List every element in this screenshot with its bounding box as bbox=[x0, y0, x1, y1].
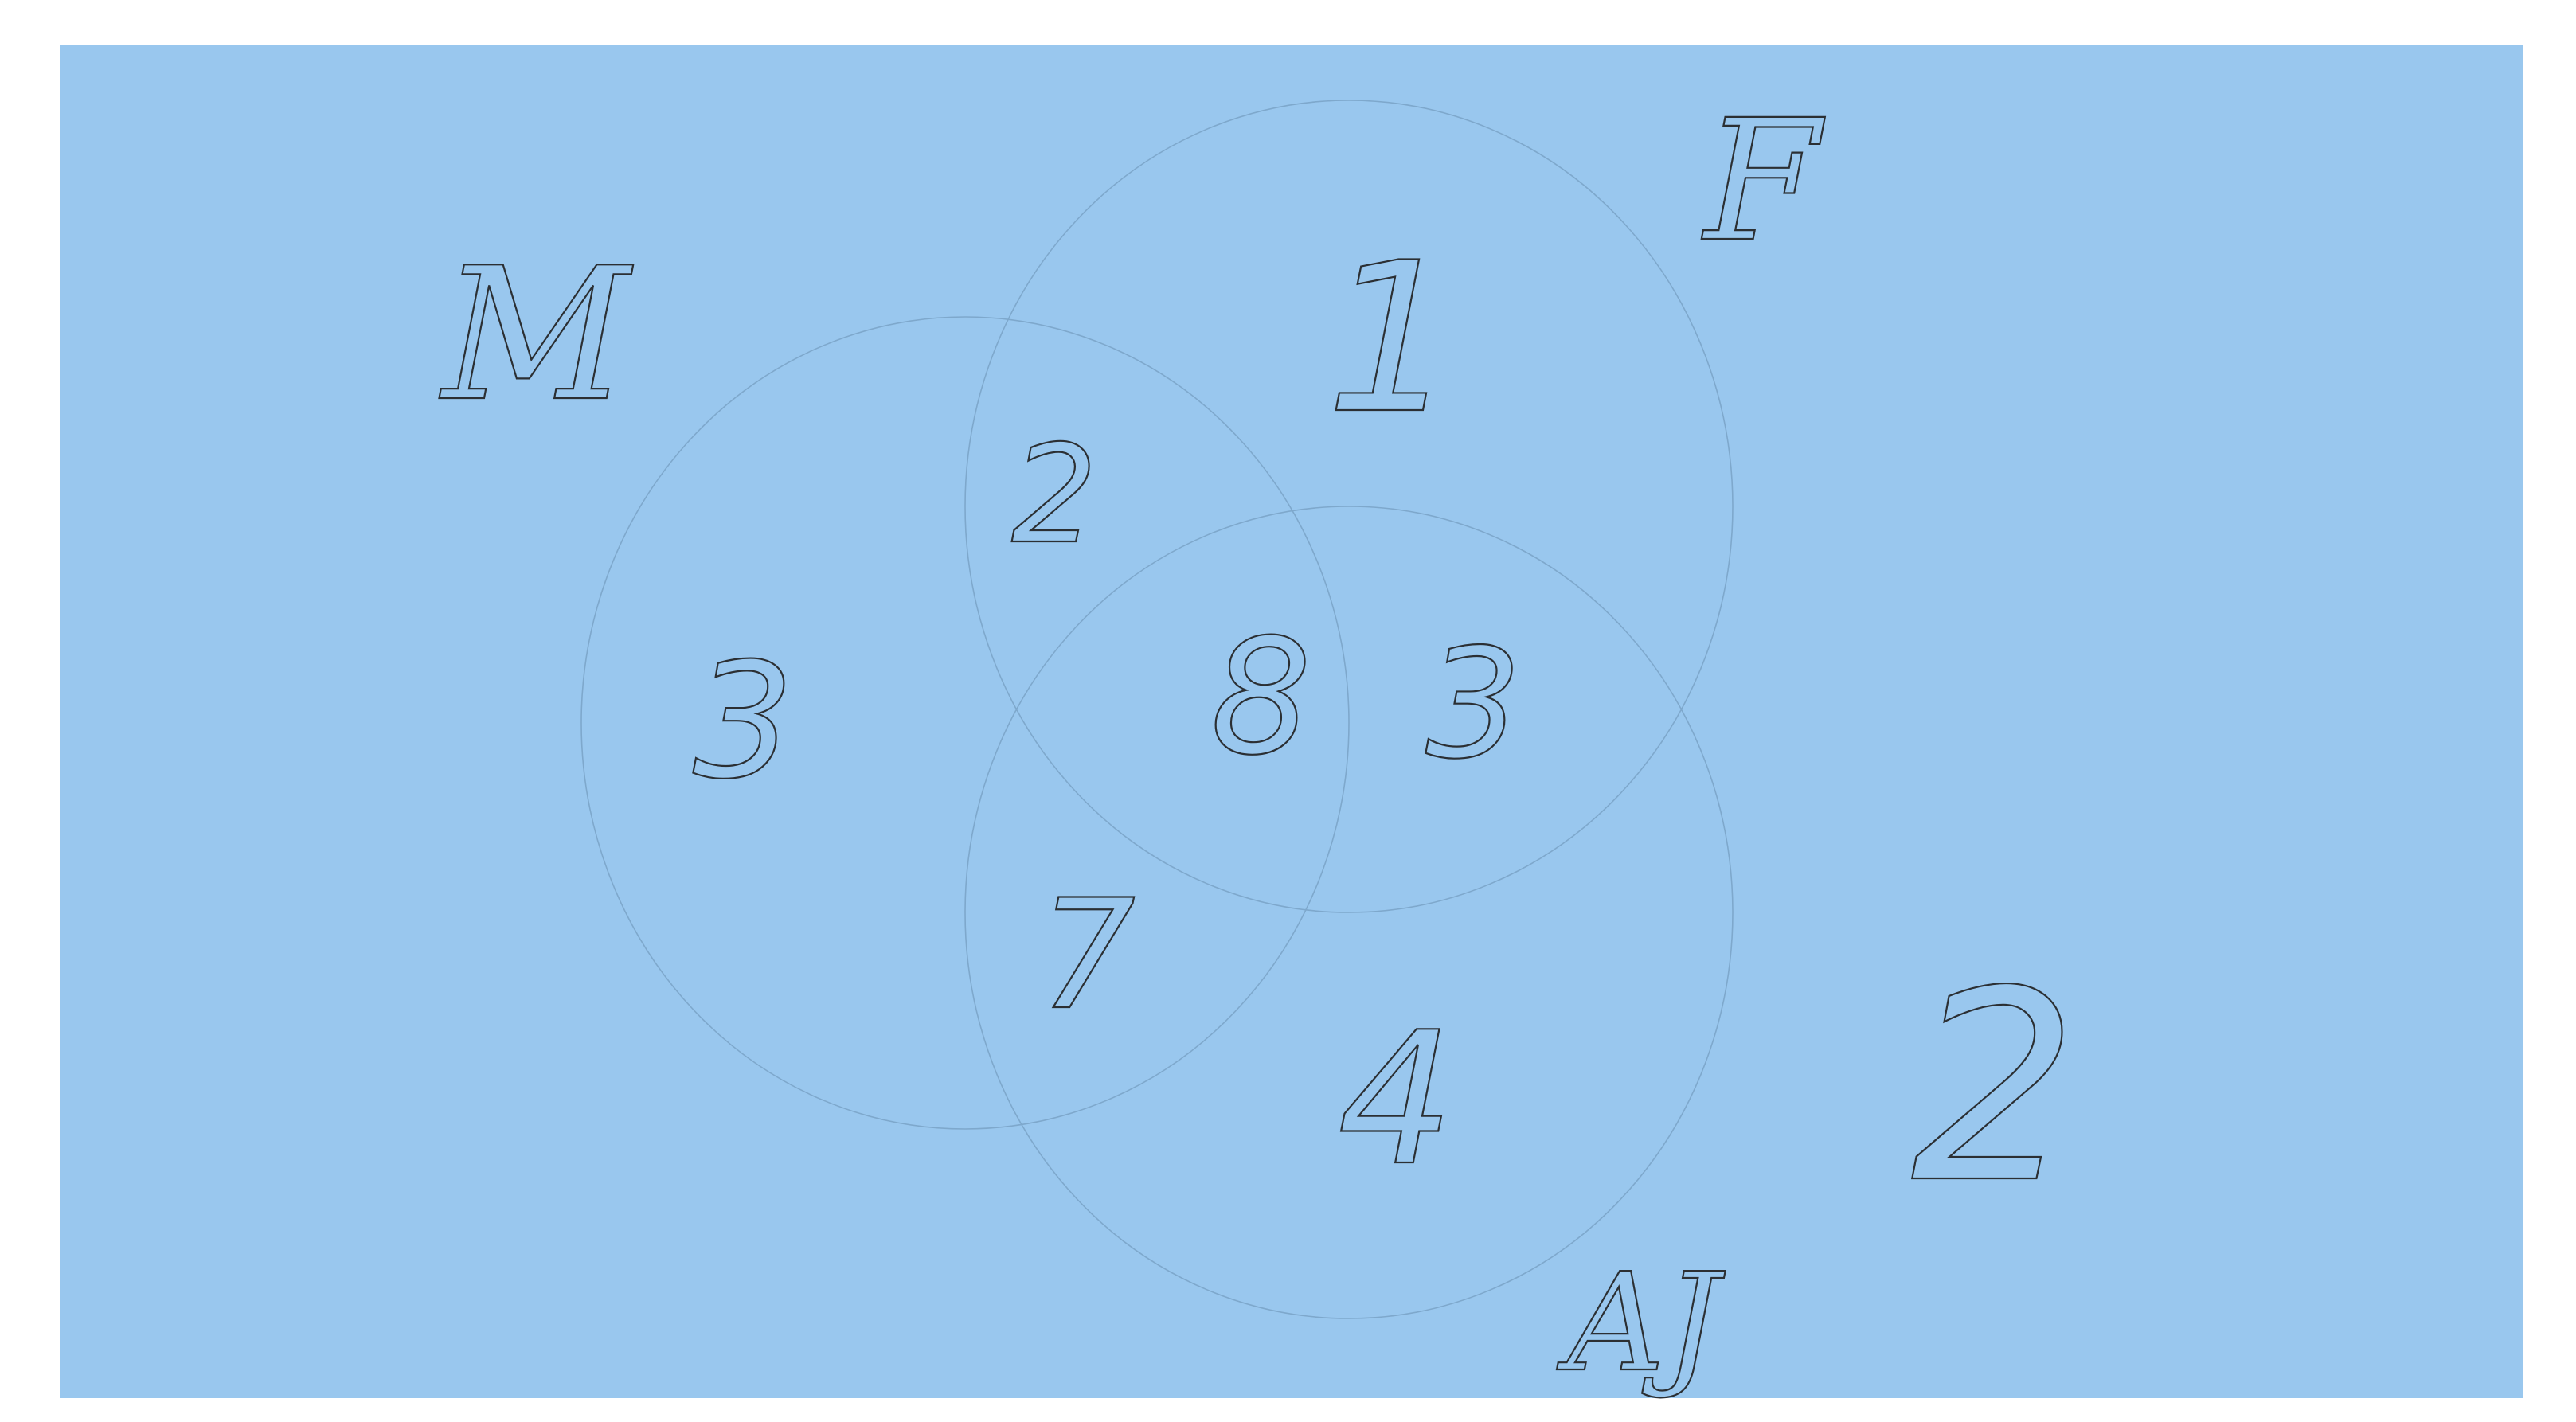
set-label-f: F bbox=[1701, 84, 1825, 279]
set-label-m: M bbox=[439, 229, 634, 442]
diagram-background bbox=[60, 45, 2523, 1398]
region-f-only: 1 bbox=[1326, 219, 1457, 459]
region-aj-only: 4 bbox=[1338, 994, 1454, 1206]
region-outside: 2 bbox=[1911, 935, 2078, 1240]
circle-f bbox=[964, 100, 1734, 913]
circle-m bbox=[580, 316, 1350, 1130]
region-m-only: 3 bbox=[693, 629, 794, 815]
circle-aj bbox=[964, 506, 1734, 1319]
set-label-aj: AJ bbox=[1557, 1244, 1726, 1402]
region-f-aj: 3 bbox=[1425, 616, 1522, 792]
region-m-f: 2 bbox=[1011, 416, 1097, 574]
region-m-aj: 7 bbox=[1039, 867, 1136, 1043]
region-m-f-aj: 8 bbox=[1210, 605, 1311, 791]
